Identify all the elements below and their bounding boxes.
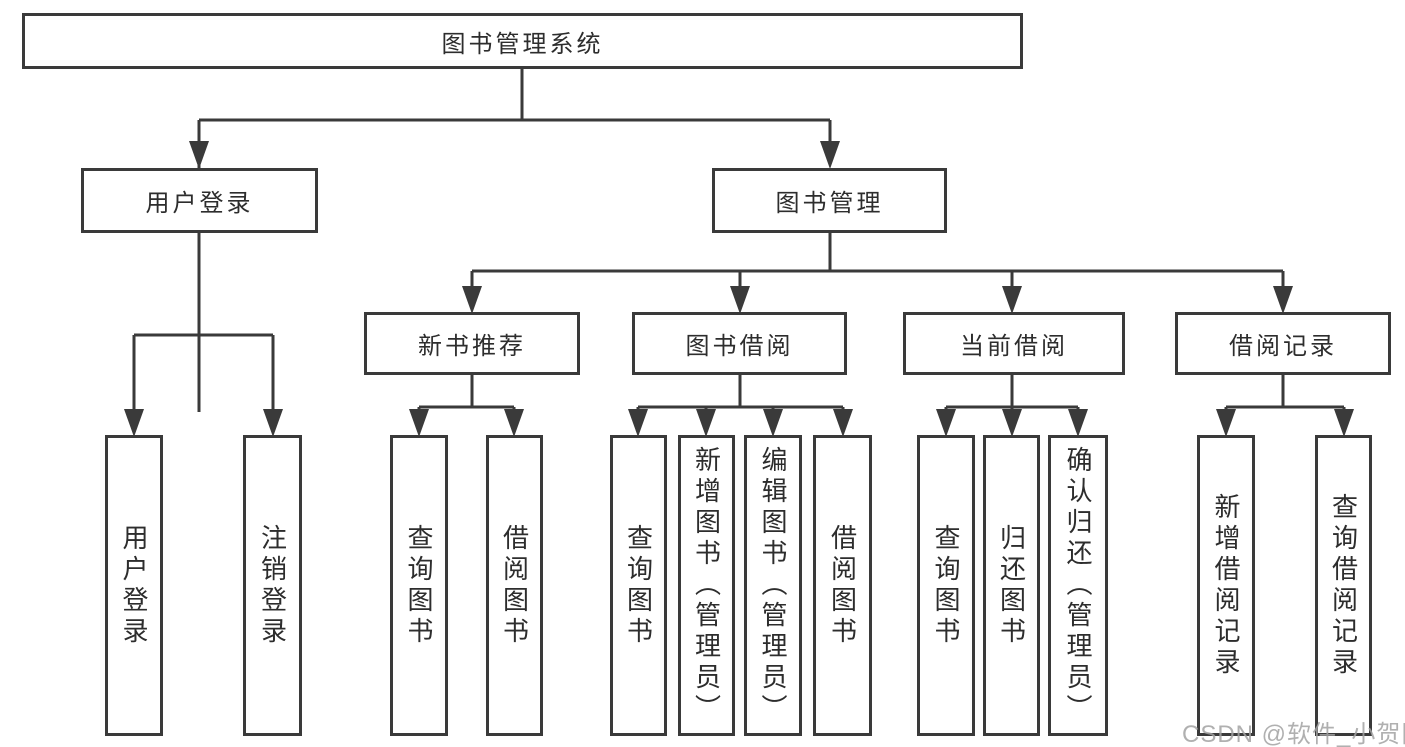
arrow-down-icon [730, 286, 750, 314]
leaf-label: 查询借阅记录 [1328, 492, 1359, 679]
node-borrowing-records: 借阅记录 [1175, 312, 1391, 375]
leaf-label: 查询图书 [404, 523, 434, 648]
arrow-down-icon [1216, 409, 1236, 437]
leaf-label: 归还图书 [996, 523, 1027, 648]
leaf-label: 借阅图书 [827, 523, 858, 648]
arrow-down-icon [1273, 286, 1293, 314]
leaf-logout-login: 注销登录 [243, 435, 302, 736]
leaf-label: 借阅图书 [499, 523, 530, 648]
leaf-label: 编辑图书（管理员） [758, 446, 788, 725]
leaf-label: 查询图书 [623, 523, 654, 648]
leaf-label: 确认归还（管理员） [1063, 446, 1093, 725]
leaf-label: 新增借阅记录 [1211, 492, 1241, 679]
arrow-down-icon [833, 409, 853, 437]
leaf-current-query-books: 查询图书 [917, 435, 975, 736]
arrow-down-icon [409, 409, 429, 437]
arrow-down-icon [189, 141, 209, 169]
arrow-down-icon [696, 409, 716, 437]
leaf-label: 注销登录 [257, 523, 288, 648]
leaf-label: 用户登录 [119, 523, 149, 648]
leaf-current-return-books: 归还图书 [983, 435, 1040, 736]
node-user-login: 用户登录 [81, 168, 318, 233]
node-new-book-recommendation: 新书推荐 [364, 312, 580, 375]
leaf-borrowing-borrow-books: 借阅图书 [813, 435, 872, 736]
arrow-down-icon [1002, 286, 1022, 314]
node-library-management-system: 图书管理系统 [22, 13, 1023, 69]
leaf-records-query-record: 查询借阅记录 [1315, 435, 1372, 736]
leaf-recommend-borrow-books: 借阅图书 [486, 435, 543, 736]
leaf-borrowing-query-books: 查询图书 [610, 435, 667, 736]
csdn-watermark: CSDN @软件_小贺同学 [1182, 721, 1405, 747]
arrow-down-icon [1002, 409, 1022, 437]
node-book-management: 图书管理 [712, 168, 947, 233]
arrow-down-icon [263, 409, 283, 437]
arrow-down-icon [1334, 409, 1354, 437]
arrow-down-icon [1068, 409, 1088, 437]
leaf-current-confirm-return-admin: 确认归还（管理员） [1048, 435, 1108, 736]
arrow-down-icon [504, 409, 524, 437]
arrow-down-icon [936, 409, 956, 437]
arrow-down-icon [462, 286, 482, 314]
leaf-label: 查询图书 [931, 523, 961, 648]
arrow-down-icon [628, 409, 648, 437]
leaf-borrowing-edit-books-admin: 编辑图书（管理员） [744, 435, 802, 736]
leaf-borrowing-add-books-admin: 新增图书（管理员） [678, 435, 735, 736]
arrow-down-icon [763, 409, 783, 437]
arrow-down-icon [124, 409, 144, 437]
leaf-label: 新增图书（管理员） [691, 446, 722, 725]
leaf-user-login: 用户登录 [105, 435, 163, 736]
node-book-borrowing: 图书借阅 [632, 312, 847, 375]
arrow-down-icon [820, 141, 840, 169]
leaf-recommend-query-books: 查询图书 [390, 435, 448, 736]
node-current-borrowing: 当前借阅 [903, 312, 1125, 375]
leaf-records-add-record: 新增借阅记录 [1197, 435, 1255, 736]
